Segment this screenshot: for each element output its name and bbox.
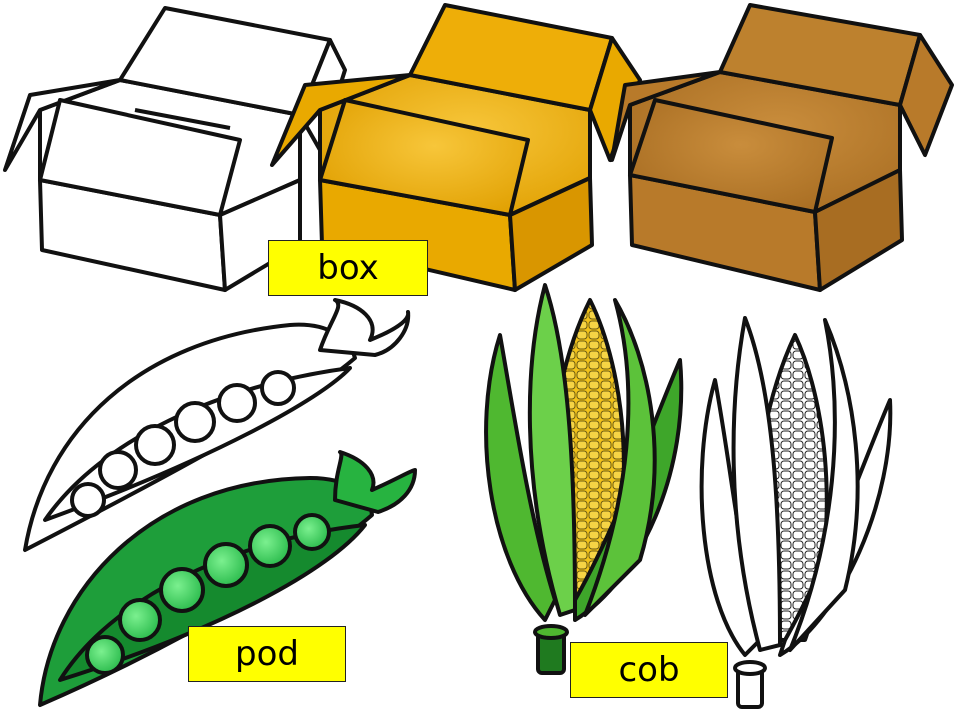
box-outline [3, 6, 347, 292]
corn-cob-outline [699, 316, 893, 709]
pod-outline [23, 298, 411, 552]
label-pod: pod [188, 626, 346, 682]
box-brown [610, 3, 954, 292]
corn-cob-color [484, 283, 684, 675]
label-box: box [268, 240, 428, 296]
label-cob: cob [570, 642, 728, 698]
box-yellow [270, 3, 642, 292]
